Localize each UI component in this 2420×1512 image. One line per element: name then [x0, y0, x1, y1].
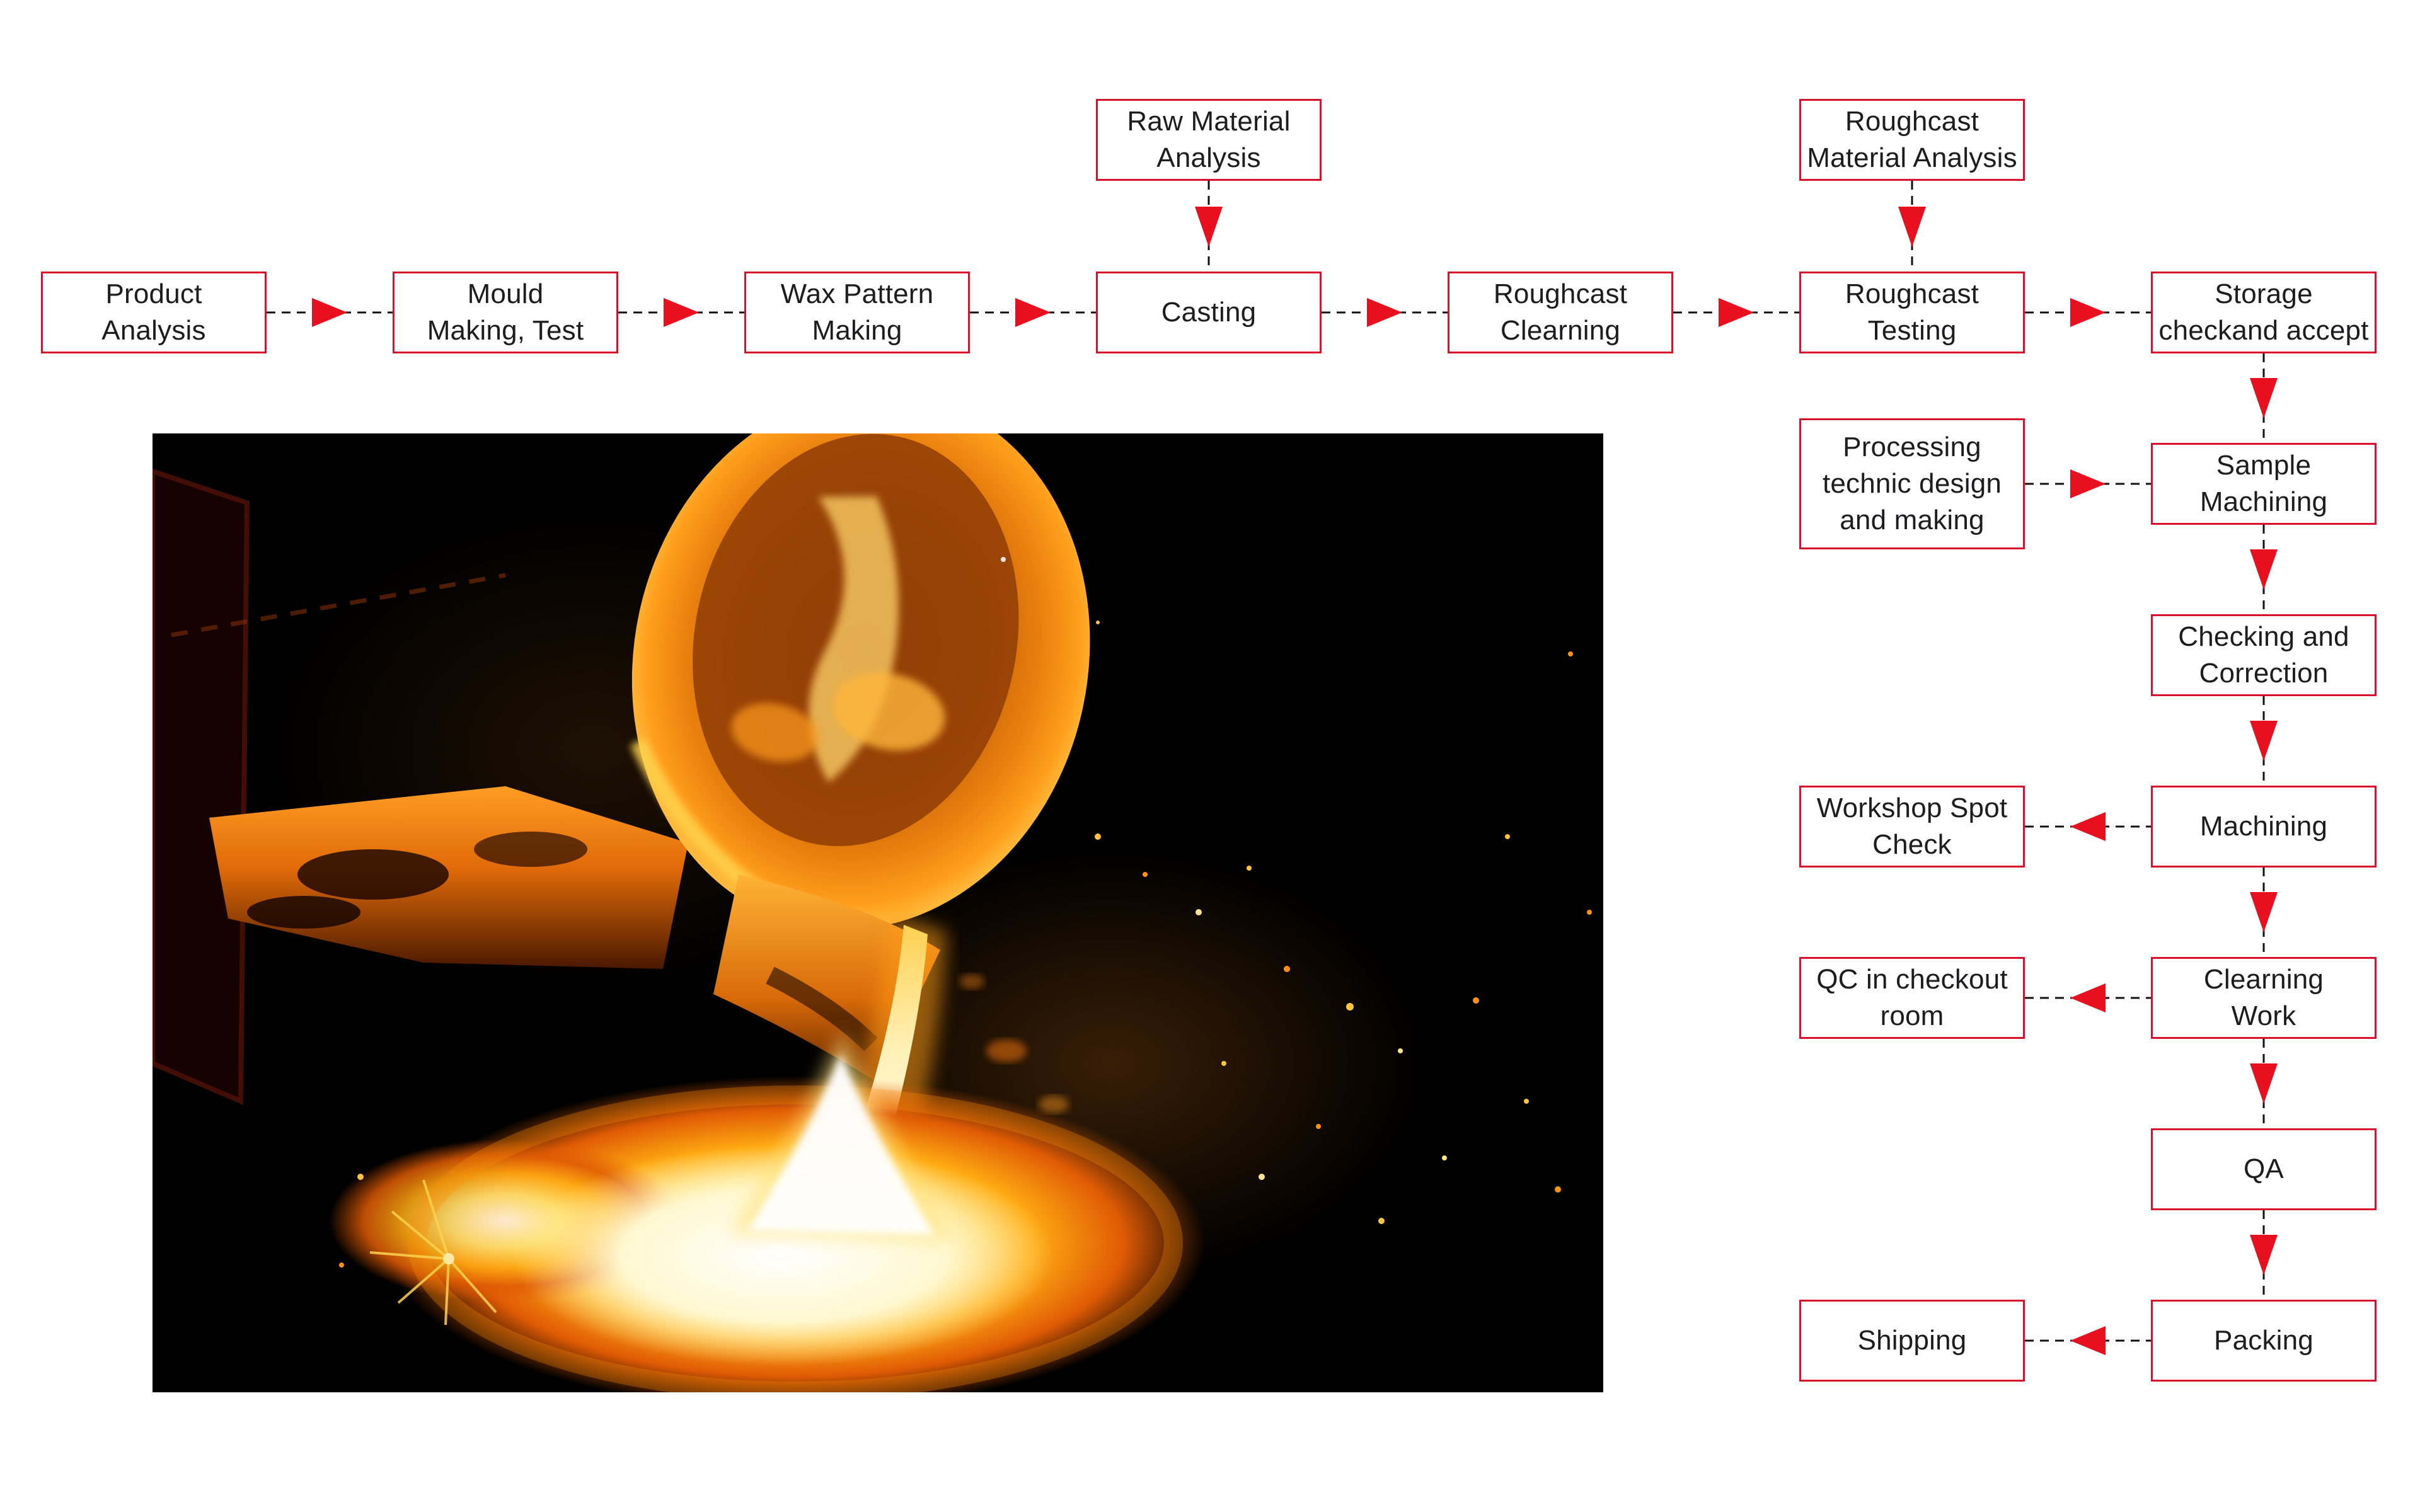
arrow-left-icon: [2070, 983, 2106, 1012]
node-processing-technic: Processing technic design and making: [1799, 418, 2025, 549]
arrow-right-icon: [664, 298, 699, 327]
node-raw-material-analysis: Raw Material Analysis: [1096, 99, 1322, 181]
node-wax-pattern-making: Wax Pattern Making: [744, 272, 970, 353]
node-sample-machining: Sample Machining: [2151, 443, 2377, 525]
node-workshop-spot-check: Workshop Spot Check: [1799, 786, 2025, 868]
node-storage-checkand-accept: Storage checkand accept: [2151, 272, 2377, 353]
arrow-down-icon: [2250, 1063, 2278, 1104]
arrow-down-icon: [1898, 207, 1926, 247]
arrow-right-icon: [1015, 298, 1051, 327]
node-packing: Packing: [2151, 1300, 2377, 1382]
arrow-down-icon: [2250, 721, 2278, 761]
node-roughcast-material-analysis: Roughcast Material Analysis: [1799, 99, 2025, 181]
node-checking-and-correction: Checking and Correction: [2151, 614, 2377, 696]
arrow-down-icon: [2250, 549, 2278, 590]
arrow-down-icon: [2250, 378, 2278, 418]
arrow-down-icon: [2250, 1235, 2278, 1275]
arrow-down-icon: [1195, 207, 1223, 247]
node-product-analysis: Product Analysis: [41, 272, 267, 353]
arrow-left-icon: [2070, 812, 2106, 841]
arrow-right-icon: [2070, 298, 2106, 327]
arrow-right-icon: [2070, 469, 2106, 498]
node-shipping: Shipping: [1799, 1300, 2025, 1382]
node-machining: Machining: [2151, 786, 2377, 868]
arrow-down-icon: [2250, 892, 2278, 932]
arrow-right-icon: [1367, 298, 1402, 327]
arrow-left-icon: [2070, 1326, 2106, 1355]
node-clearning-work: Clearning Work: [2151, 957, 2377, 1039]
node-qa: QA: [2151, 1128, 2377, 1210]
node-roughcast-clearning: Roughcast Clearning: [1448, 272, 1673, 353]
node-qc-in-checkout-room: QC in checkout room: [1799, 957, 2025, 1039]
node-mould-making-test: Mould Making, Test: [393, 272, 618, 353]
node-casting: Casting: [1096, 272, 1322, 353]
arrow-right-icon: [312, 298, 347, 327]
arrow-right-icon: [1719, 298, 1754, 327]
node-roughcast-testing: Roughcast Testing: [1799, 272, 2025, 353]
molten-metal-casting-pour-photo: [153, 433, 1603, 1392]
